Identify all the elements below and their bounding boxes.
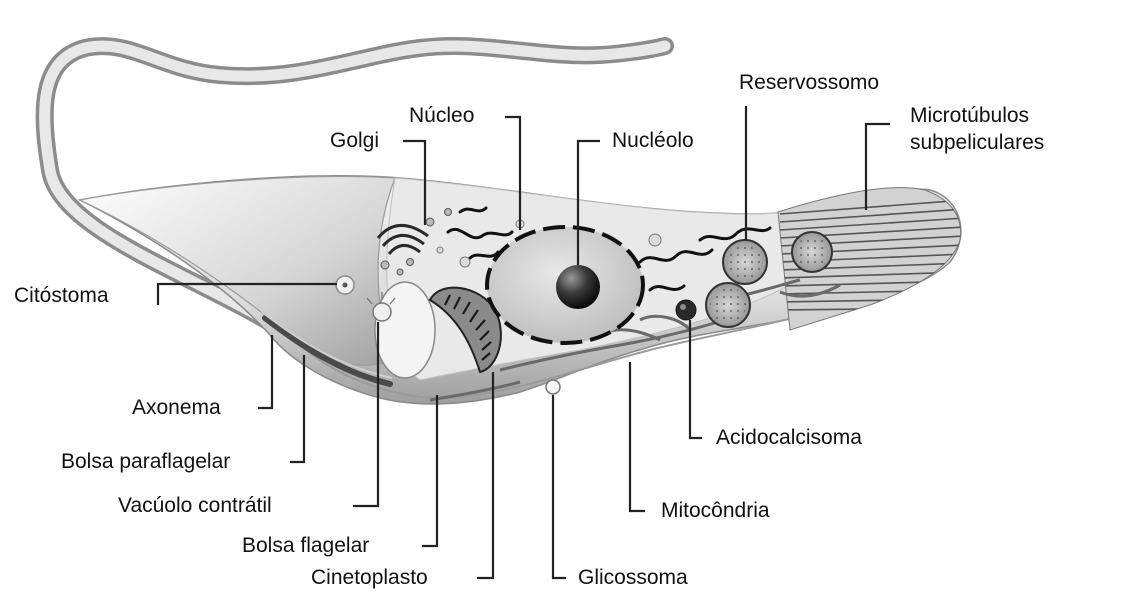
label-nucleolo: Nucléolo: [612, 129, 694, 153]
label-nucleo: Núcleo: [409, 104, 474, 128]
label-bolsa-flagelar: Bolsa flagelar: [242, 534, 369, 558]
label-axonema: Axonema: [132, 396, 221, 420]
leader-mitocondria: [630, 362, 645, 511]
acidocalcisome: [676, 300, 696, 320]
leader-bolsa-flagelar: [422, 395, 437, 546]
reservosome: [792, 232, 832, 272]
flagellar-pocket: [375, 282, 435, 378]
label-acidocalcisoma: Acidocalcisoma: [716, 426, 862, 450]
label-golgi: Golgi: [330, 129, 379, 153]
label-glicossoma: Glicossoma: [578, 566, 688, 590]
cytostome: [336, 276, 354, 294]
leader-cinetoplasto: [477, 372, 493, 578]
label-bolsa-paraflagelar: Bolsa paraflagelar: [61, 450, 230, 474]
reservosome: [723, 240, 767, 284]
label-cinetoplasto: Cinetoplasto: [311, 566, 428, 590]
leader-glicossoma: [553, 395, 566, 578]
label-citostoma: Citóstoma: [14, 284, 109, 308]
label-vacuolo-contratil: Vacúolo contrátil: [118, 494, 272, 518]
glycosome: [546, 380, 560, 394]
label-microtubulos-line2: subpeliculares: [910, 131, 1044, 155]
nucleolus: [556, 265, 600, 309]
leader-bolsa-paraflagelar: [290, 355, 304, 462]
reservosome: [706, 283, 750, 327]
label-reservossomo: Reservossomo: [739, 71, 879, 95]
label-mitocondria: Mitocôndria: [661, 499, 770, 523]
label-microtubulos-line1: Microtúbulos: [910, 104, 1029, 128]
leader-axonema: [258, 335, 272, 408]
